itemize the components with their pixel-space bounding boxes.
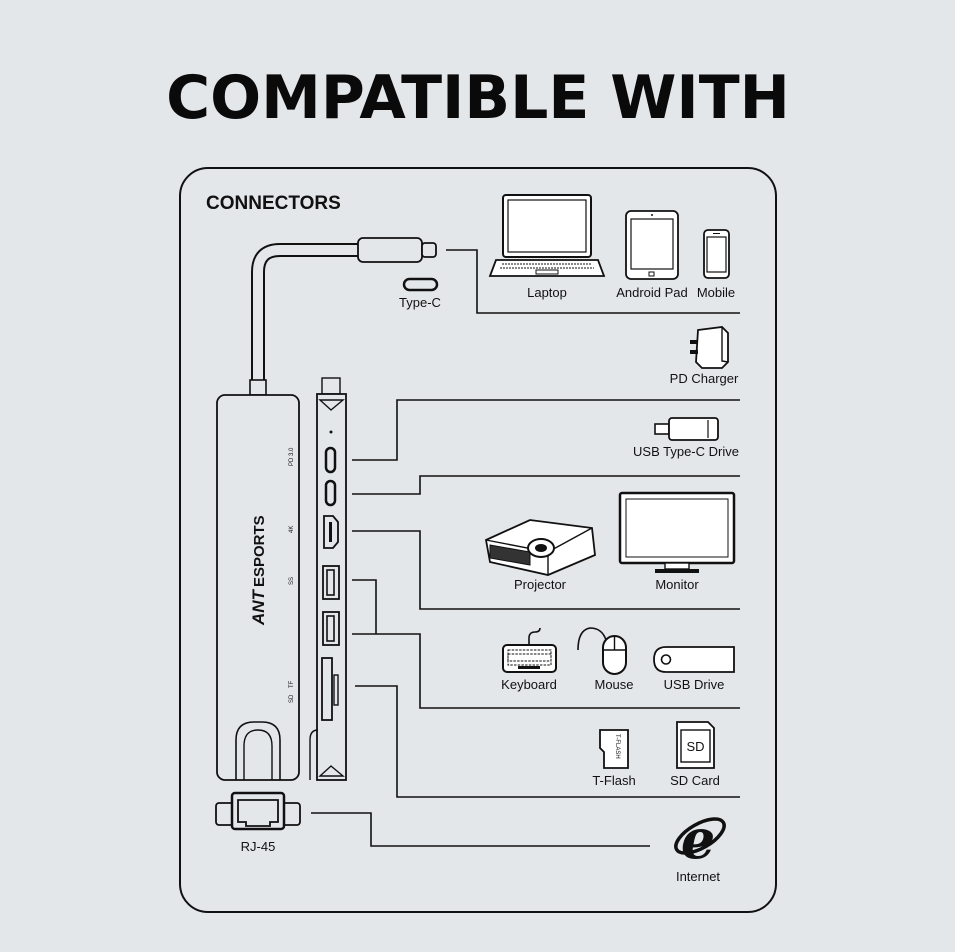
keyboard-icon <box>502 627 557 673</box>
sd-card-icon: SD <box>676 721 715 769</box>
rj45-label: RJ-45 <box>241 839 276 854</box>
type-c-label: Type-C <box>399 295 441 310</box>
usb-type-c-drive-icon <box>654 417 719 441</box>
internet-label: Internet <box>676 869 720 884</box>
android-pad-icon <box>625 210 679 280</box>
svg-text:SD: SD <box>686 739 704 754</box>
monitor-label: Monitor <box>655 577 699 592</box>
hub-body: ANT ESPORTS PD 3.0 4K SS SD TF <box>216 394 300 781</box>
svg-text:T-FLASH: T-FLASH <box>614 734 620 759</box>
usb-c-pd-port <box>324 446 337 474</box>
usb-type-c-drive-label: USB Type-C Drive <box>633 444 739 459</box>
port-label-4k: 4K <box>289 526 295 533</box>
keyboard-label: Keyboard <box>501 677 557 692</box>
port-label-pd: PD 3.0 <box>289 447 295 466</box>
t-flash-label: T-Flash <box>592 773 635 788</box>
laptop-icon <box>488 194 606 277</box>
usb-drive-label: USB Drive <box>664 677 725 692</box>
projector-label: Projector <box>514 577 567 592</box>
monitor-icon <box>618 491 736 573</box>
usb-drive-icon <box>653 646 735 673</box>
tf-slot <box>333 674 339 706</box>
line-rj45 <box>311 812 650 847</box>
diagram-panel <box>179 167 777 913</box>
sd-slot <box>321 657 333 721</box>
type-c-port-icon <box>402 277 439 292</box>
usb-a-port-1 <box>322 565 340 600</box>
line-usb-a-ports <box>352 579 740 709</box>
mobile-icon <box>703 229 730 279</box>
t-flash-card-icon: T-FLASH <box>599 729 629 769</box>
rj45-port-icon <box>215 791 301 831</box>
pd-charger-icon <box>690 326 729 369</box>
mobile-label: Mobile <box>697 285 735 300</box>
sd-card-label: SD Card <box>670 773 720 788</box>
internet-icon: e <box>674 807 726 871</box>
line-hdmi-port <box>352 530 740 610</box>
line-card-reader <box>355 685 740 798</box>
page-title: COMPATIBLE WITH <box>166 63 790 133</box>
mouse-label: Mouse <box>594 677 633 692</box>
android-pad-label: Android Pad <box>616 285 688 300</box>
pd-charger-label: PD Charger <box>670 371 739 386</box>
section-label: CONNECTORS <box>206 193 341 214</box>
port-label-ss: SS <box>289 577 295 585</box>
hub-port-side <box>309 377 347 781</box>
brand-logo: ANT <box>249 588 268 626</box>
brand-name: ESPORTS <box>251 515 268 587</box>
line-usb-c-port <box>352 475 740 495</box>
mouse-icon <box>577 627 627 675</box>
usb-a-port-2 <box>322 611 340 646</box>
projector-icon <box>484 519 596 576</box>
svg-text:e: e <box>681 807 715 871</box>
usb-c-cable <box>249 237 437 396</box>
port-label-sd: SD <box>289 694 295 703</box>
hdmi-port <box>323 515 339 549</box>
line-pd-port <box>352 399 740 461</box>
laptop-label: Laptop <box>527 285 567 300</box>
line-type-c <box>446 249 740 314</box>
usb-c-data-port <box>324 479 337 507</box>
port-label-tf: TF <box>289 680 295 688</box>
